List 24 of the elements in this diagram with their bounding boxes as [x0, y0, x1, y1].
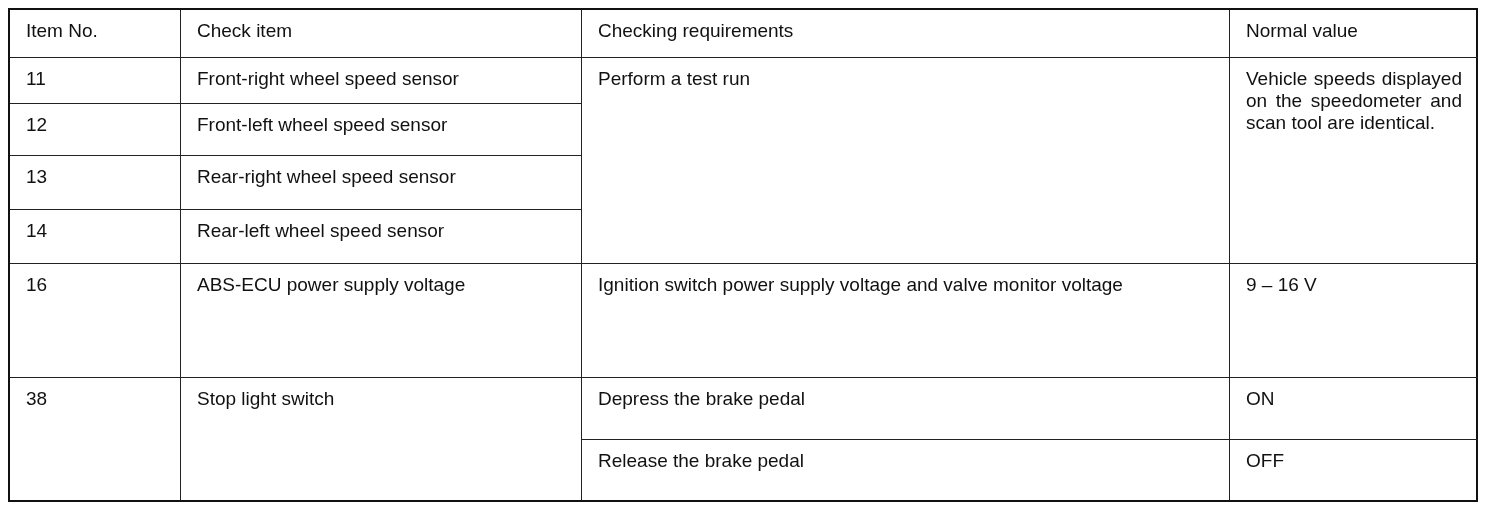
table-cell: 14	[10, 210, 181, 264]
table-cell: 13	[10, 156, 181, 210]
table-cell: Ignition switch power supply voltage and valve monitor voltage	[582, 264, 1230, 378]
column-header: Check item	[181, 10, 582, 58]
table-cell: 12	[10, 104, 181, 156]
table-cell: Release the brake pedal	[582, 440, 1230, 500]
table-cell: Depress the brake pedal	[582, 378, 1230, 440]
table-cell: 11	[10, 58, 181, 104]
column-header: Normal value	[1230, 10, 1478, 58]
table-cell: Perform a test run	[582, 58, 1230, 264]
column-header: Item No.	[10, 10, 181, 58]
table-cell: 9 – 16 V	[1230, 264, 1478, 378]
table-cell: Front-right wheel speed sensor	[181, 58, 582, 104]
table-cell: Front-left wheel speed sensor	[181, 104, 582, 156]
table-cell: ABS-ECU power supply voltage	[181, 264, 582, 378]
table-cell: Vehicle speeds displayed on the speedometer and scan tool are identical.	[1230, 58, 1478, 264]
table-cell: ON	[1230, 378, 1478, 440]
table-cell-text: OFF	[1245, 449, 1285, 473]
table-cell: 38	[10, 378, 181, 500]
table-cell: Rear-left wheel speed sensor	[181, 210, 582, 264]
column-header: Checking requirements	[582, 10, 1230, 58]
table-cell: 16	[10, 264, 181, 378]
table-cell: Stop light switch	[181, 378, 582, 500]
table-cell: Rear-right wheel speed sensor	[181, 156, 582, 210]
